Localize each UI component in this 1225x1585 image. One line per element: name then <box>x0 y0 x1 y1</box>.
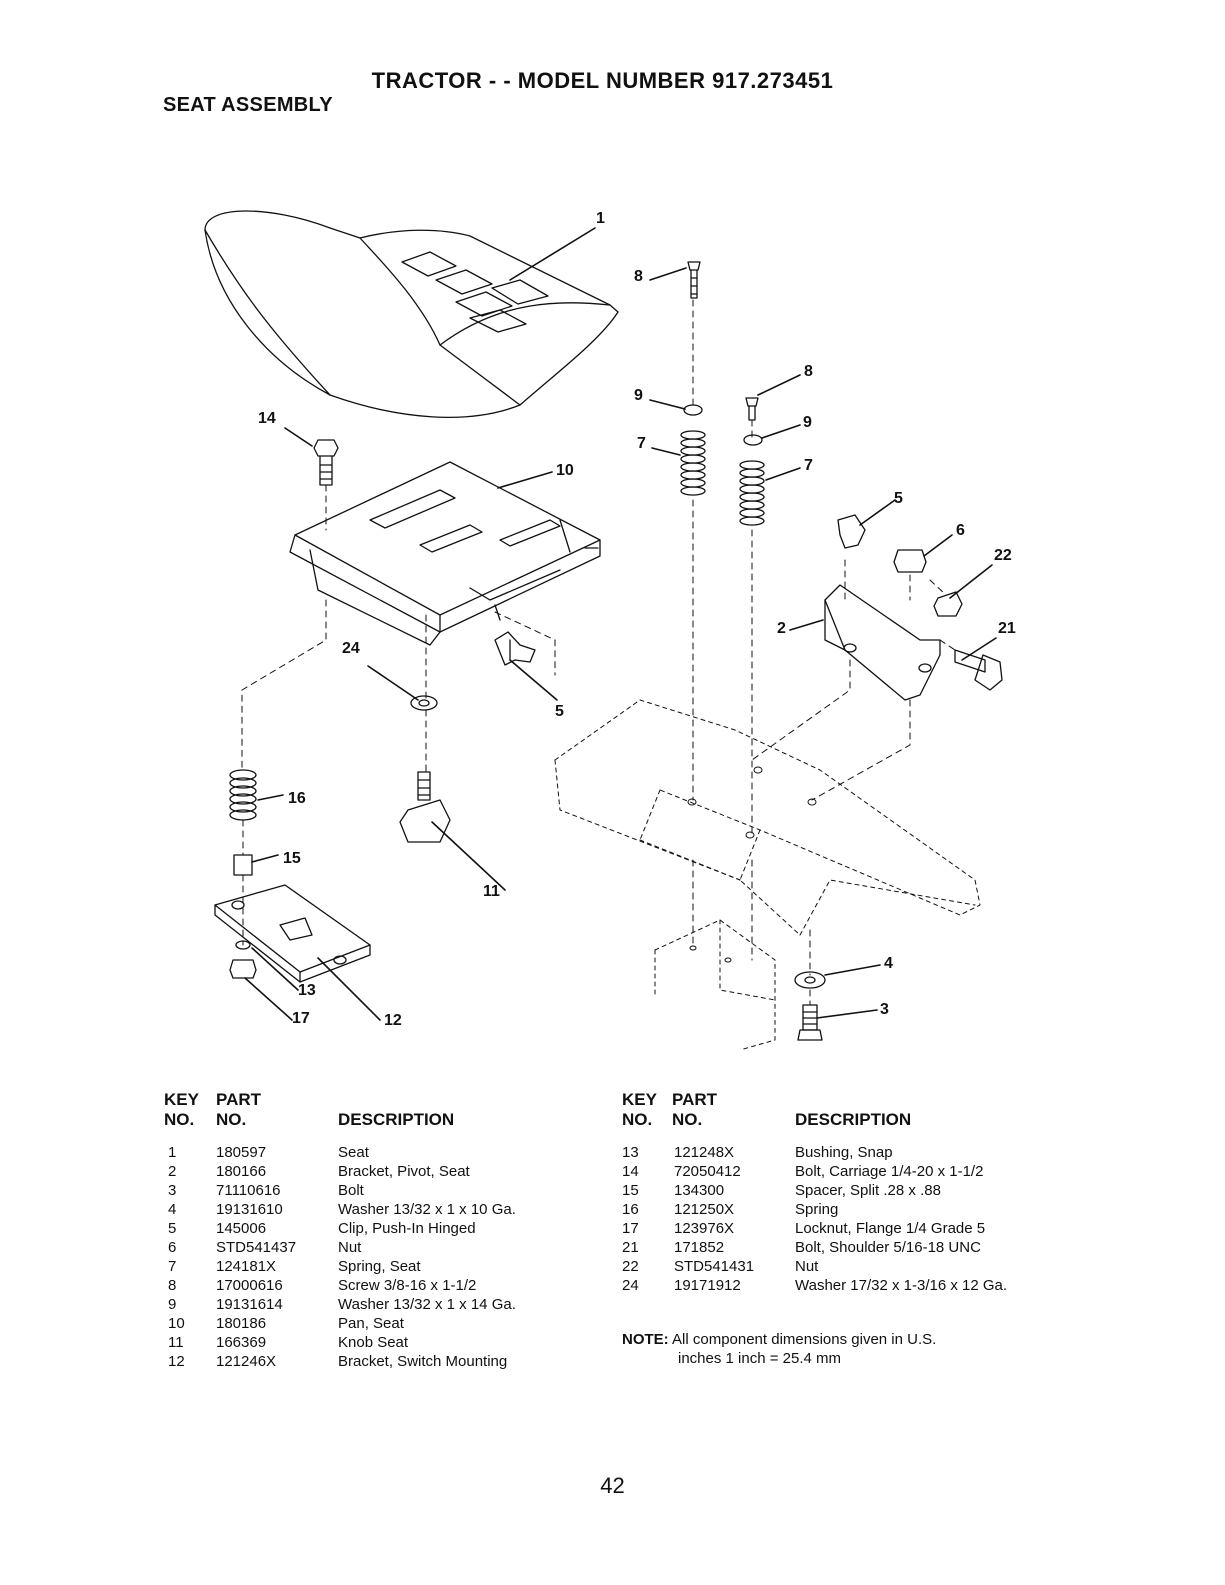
shoulder-bolt-21 <box>954 649 1003 691</box>
callout-7-left: 7 <box>637 435 646 452</box>
note: NOTE: All component dimensions given in … <box>622 1330 936 1368</box>
push-in-clip-5 <box>494 631 536 666</box>
header-part-right: PART <box>672 1090 718 1109</box>
callout-8-right: 8 <box>804 363 813 380</box>
page-title: TRACTOR - - MODEL NUMBER 917.273451 <box>371 68 834 93</box>
callout-6: 6 <box>956 522 965 539</box>
exploded-parts-diagram <box>204 210 1003 1051</box>
push-in-clip-5-right <box>837 514 866 549</box>
frame-holes <box>687 766 817 963</box>
callout-11: 11 <box>483 883 500 900</box>
knob-seat-11 <box>399 771 451 843</box>
callout-10: 10 <box>556 462 574 479</box>
callout-24: 24 <box>342 640 360 657</box>
callout-3: 3 <box>880 1001 889 1018</box>
carriage-bolt-14 <box>313 439 339 486</box>
callout-9-right: 9 <box>803 414 812 431</box>
header-no-left: NO. <box>164 1110 195 1129</box>
bolt-3 <box>797 1004 823 1041</box>
nut-6 <box>893 549 927 573</box>
callout-21: 21 <box>998 620 1016 637</box>
note-line-1: All component dimensions given in U.S. <box>672 1331 937 1348</box>
callout-8-left: 8 <box>634 268 643 285</box>
note-label: NOTE: <box>622 1331 669 1348</box>
note-line-2: inches 1 inch = 25.4 mm <box>678 1350 842 1367</box>
washer-9-left <box>683 404 703 416</box>
header-description-left: DESCRIPTION <box>338 1110 455 1129</box>
header-key-right: KEY <box>622 1090 657 1109</box>
header-description-right: DESCRIPTION <box>795 1110 912 1129</box>
washer-4 <box>794 971 826 989</box>
page-number: 42 <box>600 1473 625 1498</box>
spring-16 <box>229 769 257 821</box>
header-partno-right: NO. <box>672 1110 703 1129</box>
header-part-left: PART <box>216 1090 262 1109</box>
callout-22: 22 <box>994 547 1012 564</box>
spring-7-left <box>680 430 706 496</box>
callout-7-right: 7 <box>804 457 813 474</box>
callout-2: 2 <box>777 620 786 637</box>
header-no-right: NO. <box>622 1110 653 1129</box>
callout-17: 17 <box>292 1010 310 1027</box>
callout-5-right: 5 <box>894 490 903 507</box>
callout-12: 12 <box>384 1012 402 1029</box>
callout-15: 15 <box>283 850 301 867</box>
nut-22 <box>933 591 963 617</box>
header-key-left: KEY <box>164 1090 199 1109</box>
washer-24 <box>410 695 438 711</box>
callout-14: 14 <box>258 410 276 427</box>
callout-1: 1 <box>596 210 605 227</box>
switch-bracket-12 <box>214 884 371 983</box>
callout-16: 16 <box>288 790 306 807</box>
header-partno-left: NO. <box>216 1110 247 1129</box>
spring-7-right <box>739 460 765 526</box>
seat-illustration <box>204 210 619 418</box>
callout-9-left: 9 <box>634 387 643 404</box>
callout-13: 13 <box>298 982 316 999</box>
locknut-17 <box>229 959 257 979</box>
pivot-bracket-2 <box>824 584 941 701</box>
section-title: SEAT ASSEMBLY <box>163 94 333 116</box>
callout-5: 5 <box>555 703 564 720</box>
spacer-15 <box>233 854 253 876</box>
screw-8-left <box>687 261 701 299</box>
screw-8-right <box>745 397 759 421</box>
tractor-frame <box>554 699 981 1051</box>
washer-9-right <box>743 434 763 446</box>
callout-4: 4 <box>884 955 893 972</box>
seat-pan-10 <box>289 461 601 646</box>
